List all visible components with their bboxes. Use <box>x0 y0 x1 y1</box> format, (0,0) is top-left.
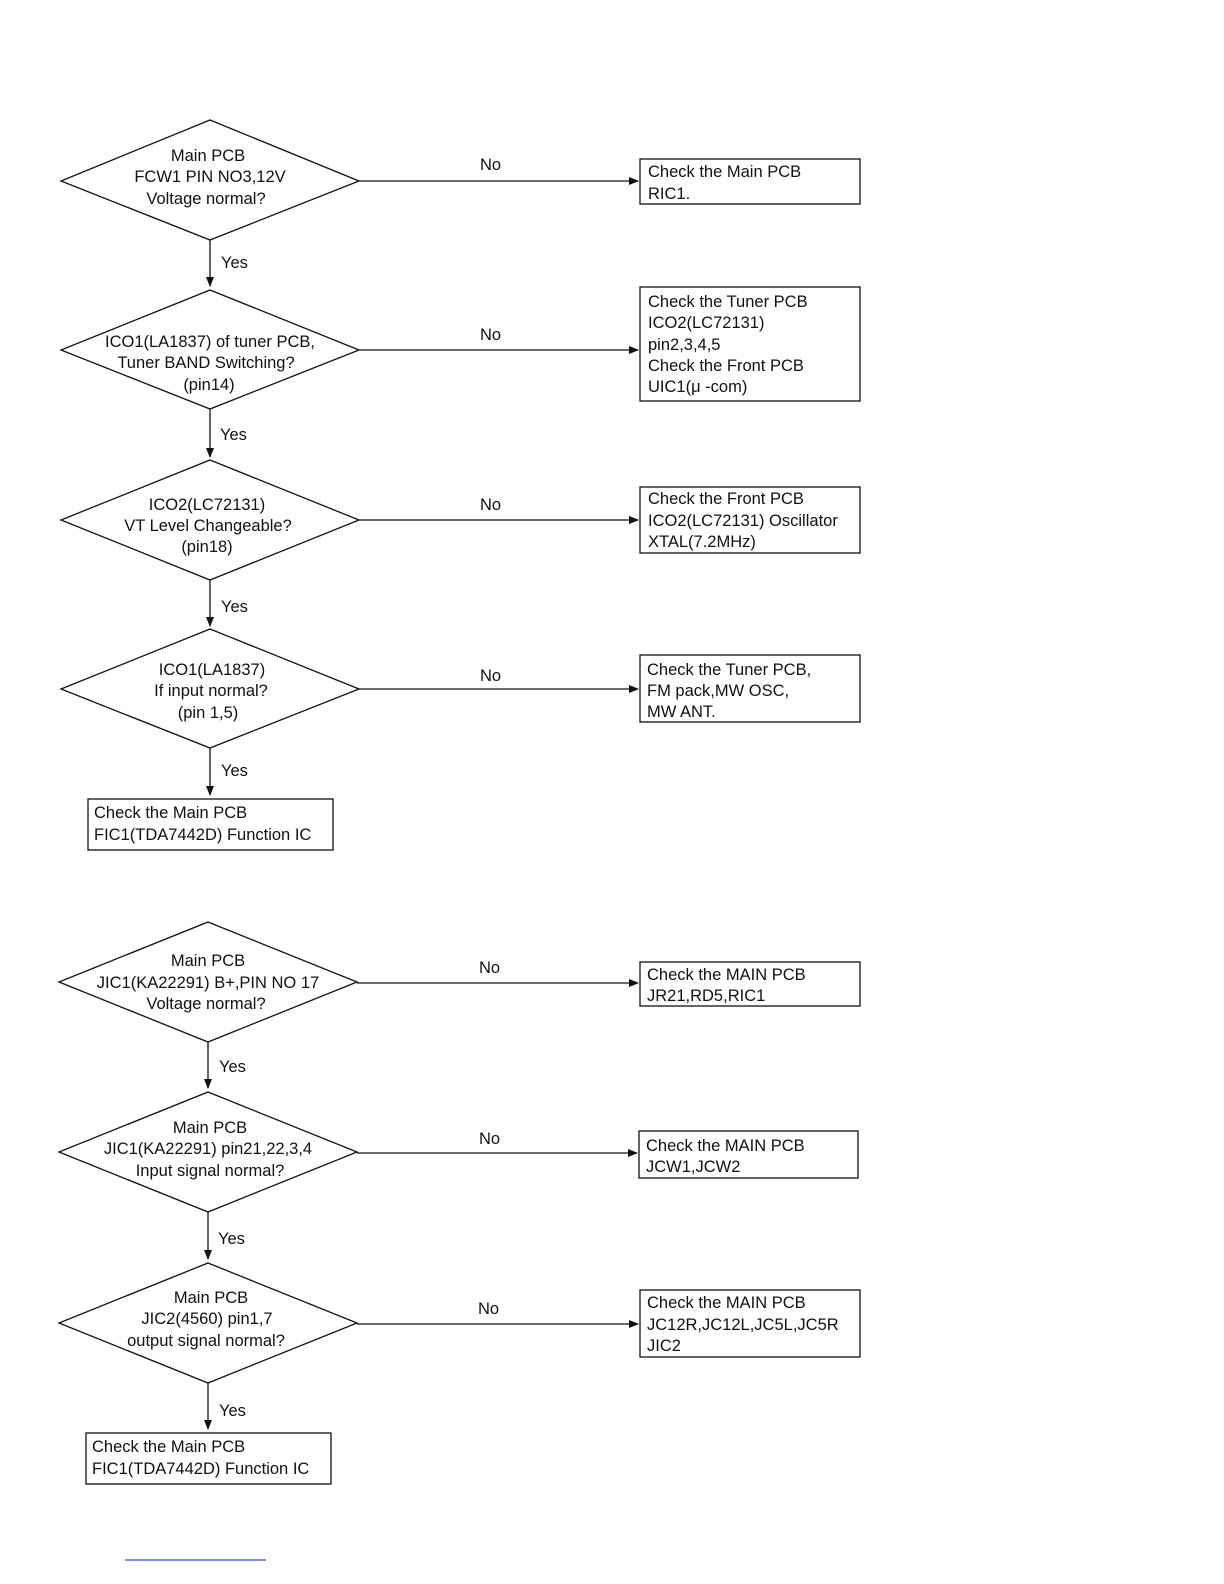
action-box: Check the Main PCB RIC1. <box>639 158 861 205</box>
box-line: RIC1. <box>648 185 690 203</box>
no-label: No <box>480 496 501 514</box>
decision-node: Main PCB JIC1(KA22291) pin21,22,3,4 Inpu… <box>57 1091 359 1213</box>
box-line: XTAL(7.2MHz) <box>648 533 756 551</box>
decision-line: (pin18) <box>181 538 232 556</box>
decision-line: Main PCB <box>171 952 245 970</box>
decision-line: ICO1(LA1837) of tuner PCB, <box>105 333 315 351</box>
decision-line: Main PCB <box>174 1289 248 1307</box>
box-line: Check the MAIN PCB <box>647 966 806 984</box>
box-line: MW ANT. <box>647 703 716 721</box>
no-label: No <box>478 1300 499 1318</box>
box-line: Check the Front PCB <box>648 357 804 375</box>
box-line: Check the MAIN PCB <box>646 1137 805 1155</box>
box-line: Check the Main PCB <box>648 163 801 181</box>
action-box: Check the MAIN PCB JCW1,JCW2 <box>638 1130 859 1179</box>
box-line: Check the Tuner PCB <box>648 293 808 311</box>
decision-line: If input normal? <box>154 682 268 700</box>
yes-label: Yes <box>221 762 248 780</box>
no-label: No <box>480 326 501 344</box>
decision-node: ICO1(LA1837) of tuner PCB, Tuner BAND Sw… <box>59 289 361 410</box>
decision-line: VT Level Changeable? <box>124 517 292 535</box>
end-box: Check the Main PCB FIC1(TDA7442D) Functi… <box>85 1432 332 1485</box>
action-box: Check the MAIN PCB JR21,RD5,RIC1 <box>639 961 861 1007</box>
decision-line: JIC1(KA22291) B+,PIN NO 17 <box>97 974 319 992</box>
decision-line: (pin14) <box>183 376 234 394</box>
decision-line: Main PCB <box>171 147 245 165</box>
decision-line: Voltage normal? <box>146 995 265 1013</box>
action-box: Check the MAIN PCB JC12R,JC12L,JC5L,JC5R… <box>639 1289 861 1358</box>
action-box: Check the Tuner PCB, FM pack,MW OSC, MW … <box>639 654 861 723</box>
decision-line: JIC2(4560) pin1,7 <box>141 1310 272 1328</box>
action-box: Check the Tuner PCB ICO2(LC72131) pin2,3… <box>639 286 861 402</box>
box-line: FIC1(TDA7442D) Function IC <box>94 826 311 844</box>
decision-node: Main PCB JIC2(4560) pin1,7 output signal… <box>57 1262 359 1384</box>
box-line: pin2,3,4,5 <box>648 336 720 354</box>
decision-line: output signal normal? <box>127 1332 285 1350</box>
no-label: No <box>479 959 500 977</box>
end-box: Check the Main PCB FIC1(TDA7442D) Functi… <box>87 798 334 851</box>
box-line: ICO2(LC72131) <box>648 314 764 332</box>
box-line: UIC1(μ -com) <box>648 378 747 396</box>
decision-line: ICO1(LA1837) <box>159 661 265 679</box>
yes-label: Yes <box>218 1230 245 1248</box>
flowchart-2: Main PCB JIC1(KA22291) B+,PIN NO 17 Volt… <box>57 921 861 1485</box>
decision-line: Input signal normal? <box>136 1162 285 1180</box>
decision-node: Main PCB FCW1 PIN NO3,12V Voltage normal… <box>59 119 361 241</box>
no-label: No <box>480 667 501 685</box>
decision-line: ICO2(LC72131) <box>149 496 265 514</box>
yes-label: Yes <box>221 598 248 616</box>
decision-node: Main PCB JIC1(KA22291) B+,PIN NO 17 Volt… <box>57 921 359 1043</box>
box-line: JR21,RD5,RIC1 <box>647 987 765 1005</box>
box-line: JIC2 <box>647 1337 681 1355</box>
no-label: No <box>479 1130 500 1148</box>
decision-line: FCW1 PIN NO3,12V <box>134 168 285 186</box>
box-line: Check the Main PCB <box>94 804 247 822</box>
box-line: Check the Main PCB <box>92 1438 245 1456</box>
box-line: Check the MAIN PCB <box>647 1294 806 1312</box>
box-line: JCW1,JCW2 <box>646 1158 740 1176</box>
decision-node: ICO2(LC72131) VT Level Changeable? (pin1… <box>59 459 361 581</box>
box-line: FM pack,MW OSC, <box>647 682 789 700</box>
decision-line: Voltage normal? <box>146 190 265 208</box>
yes-label: Yes <box>219 1402 246 1420</box>
no-label: No <box>480 156 501 174</box>
action-box: Check the Front PCB ICO2(LC72131) Oscill… <box>639 486 861 554</box>
decision-node: ICO1(LA1837) If input normal? (pin 1,5) <box>59 628 361 749</box>
yes-label: Yes <box>219 1058 246 1076</box>
box-line: Check the Tuner PCB, <box>647 661 811 679</box>
box-line: Check the Front PCB <box>648 490 804 508</box>
decision-line: (pin 1,5) <box>178 704 239 722</box>
box-line: ICO2(LC72131) Oscillator <box>648 512 838 530</box>
decision-line: JIC1(KA22291) pin21,22,3,4 <box>104 1140 312 1158</box>
yes-label: Yes <box>220 426 247 444</box>
yes-label: Yes <box>221 254 248 272</box>
decision-line: Main PCB <box>173 1119 247 1137</box>
decision-line: Tuner BAND Switching? <box>117 354 294 372</box>
box-line: FIC1(TDA7442D) Function IC <box>92 1460 309 1478</box>
flowchart-1: Main PCB FCW1 PIN NO3,12V Voltage normal… <box>59 119 861 851</box>
box-line: JC12R,JC12L,JC5L,JC5R <box>647 1316 839 1334</box>
